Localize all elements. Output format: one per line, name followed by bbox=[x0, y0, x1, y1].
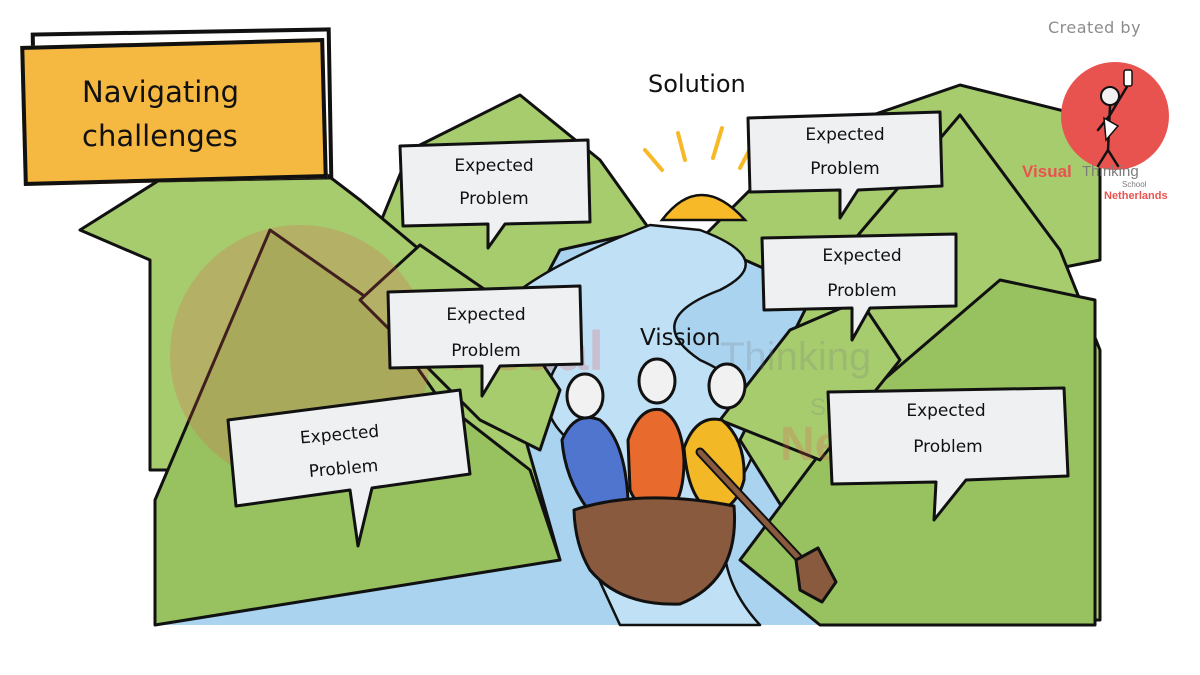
title-line-1: Navigating bbox=[82, 75, 240, 109]
person-yellow-head bbox=[707, 362, 747, 410]
solution-label: Solution bbox=[648, 70, 746, 98]
problem-bubble-6: Expected Problem bbox=[826, 386, 1070, 522]
logo-vtsn bbox=[1061, 62, 1169, 170]
bubble-4-line2: Problem bbox=[451, 341, 521, 361]
problem-bubble-1: Expected Problem bbox=[398, 138, 592, 250]
logo-word-netherlands: Netherlands bbox=[1104, 190, 1168, 202]
problem-bubble-5: Expected Problem bbox=[226, 388, 472, 548]
bubble-1-line2: Problem bbox=[459, 189, 529, 209]
mountain-right-small bbox=[718, 298, 902, 462]
logo-word-school: School bbox=[1122, 180, 1147, 189]
boat bbox=[572, 496, 737, 606]
bubble-3-line1: Expected bbox=[822, 246, 901, 266]
problem-bubble-3: Expected Problem bbox=[760, 232, 958, 342]
bubble-3-line2: Problem bbox=[827, 281, 897, 301]
person-blue-head bbox=[565, 372, 605, 420]
title-panel: Navigating challenges bbox=[20, 27, 334, 186]
bubble-2-line2: Problem bbox=[810, 159, 880, 179]
bubble-6-line2: Problem bbox=[913, 437, 983, 457]
boat-group bbox=[560, 357, 838, 606]
created-by-label: Created by bbox=[1048, 18, 1142, 37]
bubble-1-line1: Expected bbox=[454, 156, 533, 176]
logo-word-thinking: Thinking bbox=[1082, 163, 1139, 180]
problem-bubble-2: Expected Problem bbox=[746, 110, 944, 220]
title-line-2: challenges bbox=[82, 119, 238, 153]
person-orange-head bbox=[637, 357, 677, 405]
problem-bubble-4: Expected Problem bbox=[386, 284, 584, 398]
svg-text:Thinking: Thinking bbox=[720, 335, 871, 379]
bubble-2-line1: Expected bbox=[805, 125, 884, 145]
bubble-6-line1: Expected bbox=[906, 401, 985, 421]
oar-blade bbox=[794, 546, 838, 604]
page-title: Navigating challenges bbox=[82, 70, 312, 158]
logo-word-visual: Visual bbox=[1022, 162, 1072, 181]
bubble-4-line1: Expected bbox=[446, 305, 525, 325]
vision-label: Vission bbox=[640, 325, 721, 351]
